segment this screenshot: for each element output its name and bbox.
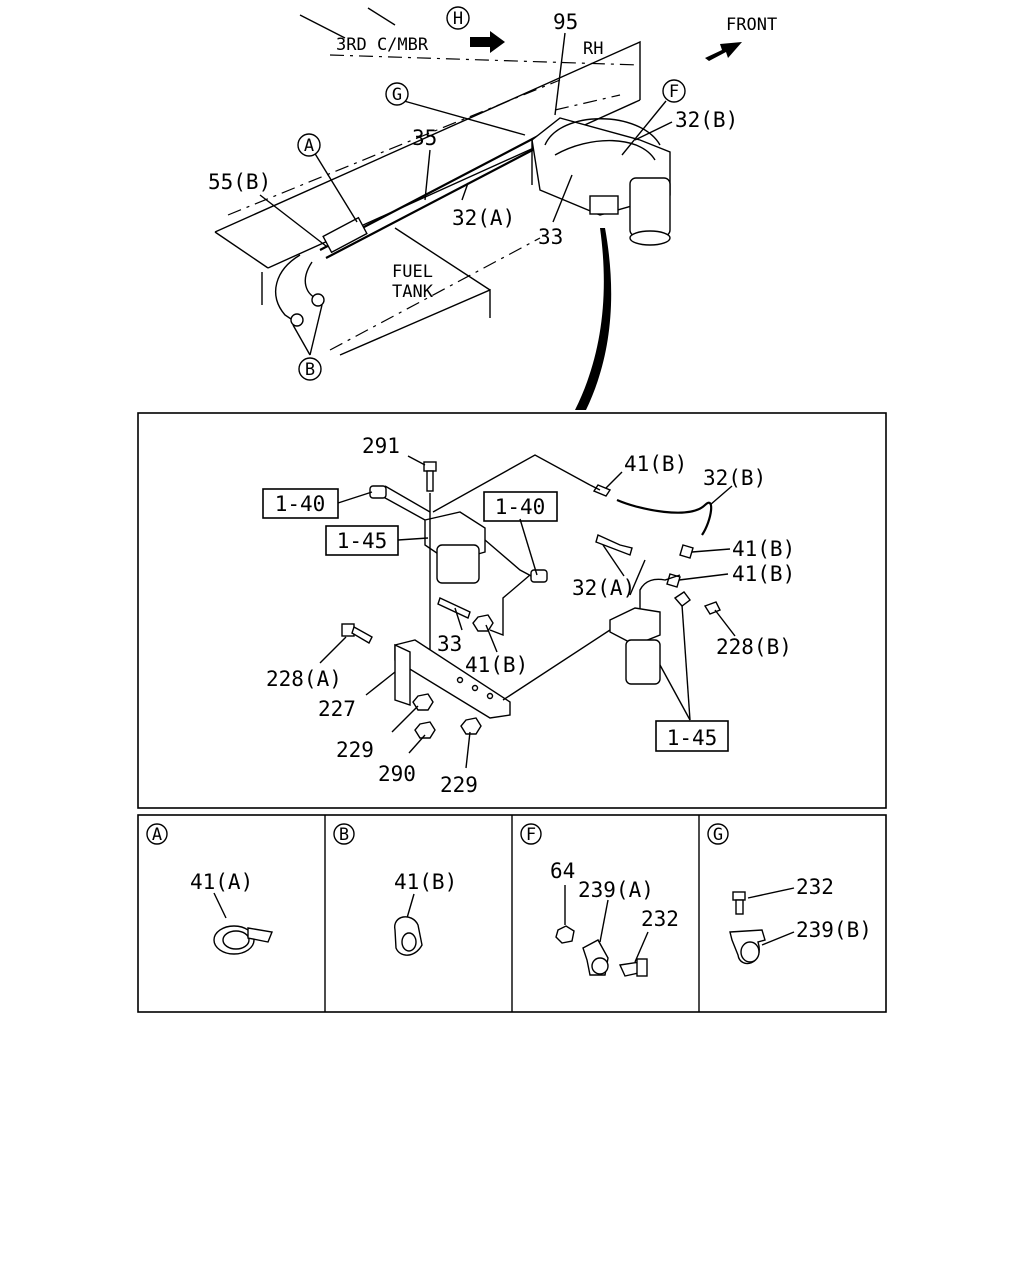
ref-1-45-right: 1-45	[667, 726, 718, 750]
label-part-228a: 228(A)	[266, 667, 342, 691]
ref-box-1-45-right	[655, 720, 729, 752]
label-part-41b-right-lower: 41(B)	[732, 562, 795, 586]
callout-g: G	[392, 85, 402, 105]
label-part-33: 33	[538, 225, 563, 249]
label-rh: RH	[583, 39, 603, 59]
ref-1-45-left: 1-45	[337, 529, 388, 553]
label-part-41b-top: 41(B)	[624, 452, 687, 476]
inset-panels: A 41(A) B 41(B) F 64 239(A) 232	[137, 814, 887, 1013]
inset-b-label-41b: 41(B)	[394, 870, 457, 894]
callout-b: B	[305, 360, 315, 380]
label-3rd-crossmember: 3RD C/MBR	[336, 35, 429, 55]
label-part-227: 227	[318, 697, 356, 721]
inset-b-circle	[333, 823, 355, 845]
top-assembly-view: H G F A B 3RD C/MBR FRONT RH 95 32(B) 35…	[208, 6, 777, 410]
inset-f-circle	[520, 823, 542, 845]
label-part-229-left: 229	[336, 738, 374, 762]
label-part-55b: 55(B)	[208, 170, 271, 194]
inset-b-letter: B	[339, 825, 349, 845]
label-part-229-bottom: 229	[440, 773, 478, 797]
callout-g-circle	[385, 82, 409, 106]
callout-f: F	[669, 82, 679, 102]
label-part-228b: 228(B)	[716, 635, 792, 659]
ref-box-1-45-left	[325, 525, 399, 556]
inset-f: F 64 239(A) 232	[520, 823, 679, 977]
inset-g-label-232: 232	[796, 875, 834, 899]
inset-f-label-64: 64	[550, 859, 575, 883]
callout-a-circle	[297, 133, 321, 157]
label-part-33-detail: 33	[437, 632, 462, 656]
inset-g-label-239b: 239(B)	[796, 918, 872, 942]
ref-box-1-40-left	[262, 488, 339, 519]
detail-frame	[137, 412, 887, 809]
inset-a-letter: A	[152, 825, 162, 845]
inset-a-circle	[146, 823, 168, 845]
ref-box-1-40-right	[483, 491, 558, 522]
inset-a: A 41(A)	[146, 823, 273, 955]
inset-f-label-232: 232	[641, 907, 679, 931]
label-tank: TANK	[392, 282, 434, 302]
label-part-95: 95	[553, 10, 578, 34]
detail-exploded-view: 291 41(B) 32(B) 1-40 1-40 1-45 41(B) 41(…	[137, 412, 887, 809]
inset-g: G 232 239(B)	[707, 823, 872, 965]
ref-1-40-right: 1-40	[495, 495, 546, 519]
inset-f-label-239a: 239(A)	[578, 878, 654, 902]
label-part-35: 35	[412, 126, 437, 150]
inset-b: B 41(B)	[333, 823, 457, 956]
label-part-32a: 32(A)	[452, 206, 515, 230]
callout-h: H	[453, 9, 463, 29]
ref-1-40-left: 1-40	[275, 492, 326, 516]
label-part-41b-right-upper: 41(B)	[732, 537, 795, 561]
label-part-32b-detail: 32(B)	[703, 466, 766, 490]
callout-f-circle	[662, 79, 686, 103]
inset-g-circle	[707, 823, 729, 845]
inset-g-letter: G	[713, 825, 723, 845]
callout-h-circle	[446, 6, 470, 30]
label-part-290: 290	[378, 762, 416, 786]
callout-b-circle	[298, 357, 322, 381]
callout-a: A	[304, 136, 314, 156]
inset-f-letter: F	[526, 825, 536, 845]
inset-a-label-41a: 41(A)	[190, 870, 253, 894]
label-part-291: 291	[362, 434, 400, 458]
label-front: FRONT	[726, 15, 777, 35]
label-part-41b-center: 41(B)	[465, 653, 528, 677]
label-part-32a-detail: 32(A)	[572, 576, 635, 600]
label-fuel: FUEL	[392, 262, 433, 282]
label-part-32b: 32(B)	[675, 108, 738, 132]
